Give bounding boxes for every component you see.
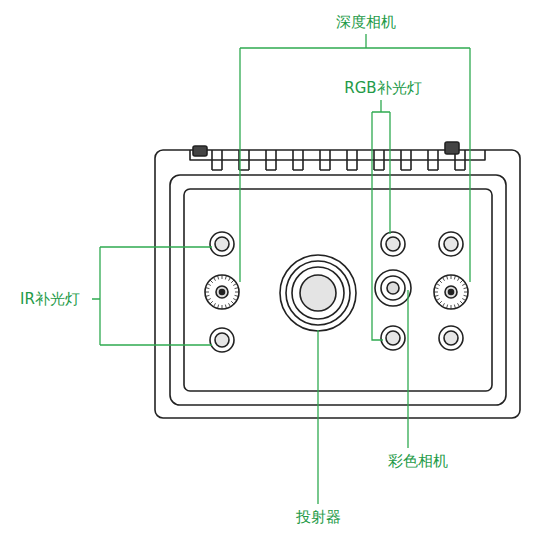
part-label: 彩色相机: [386, 452, 450, 470]
fin-slot: [347, 150, 357, 170]
knurl-mark: [233, 284, 236, 286]
housing: [155, 150, 520, 418]
ir-light: [439, 232, 463, 256]
knurl-mark: [229, 303, 231, 306]
knurl-mark: [233, 299, 236, 301]
knurl-mark: [434, 292, 438, 293]
knurl-mark: [235, 295, 239, 296]
knurl-mark: [225, 305, 226, 309]
knurl-mark: [460, 301, 463, 304]
knurl-mark: [436, 284, 439, 286]
ir-light: [210, 328, 234, 352]
knurl-mark: [222, 305, 223, 309]
knurl-mark: [218, 276, 219, 280]
knurl-mark: [235, 288, 239, 289]
knurl-mark: [464, 295, 468, 296]
leader-line: [317, 330, 318, 504]
knurl-mark: [231, 301, 234, 304]
fin-slot: [374, 150, 384, 170]
clip: [445, 142, 459, 154]
part-label: IR补光灯: [18, 290, 82, 308]
rgb-light: [381, 232, 405, 256]
clip: [193, 146, 207, 156]
knurl-mark: [464, 288, 468, 289]
rgb-light: [381, 326, 405, 350]
knurl-mark: [435, 295, 439, 296]
knurl-mark: [235, 292, 239, 293]
knurl-mark: [222, 275, 223, 279]
depth-camera: [434, 275, 468, 309]
knurl-mark: [451, 305, 452, 309]
knurl-mark: [464, 292, 468, 293]
fin-band: [190, 150, 485, 160]
part-label: 投射器: [294, 508, 343, 526]
knurl-mark: [210, 301, 213, 304]
knurl-mark: [206, 295, 210, 296]
knurl-mark: [454, 305, 455, 309]
knurl-mark: [207, 284, 210, 286]
fin-slot: [266, 150, 276, 170]
knurl-mark: [460, 280, 463, 283]
knurl-mark: [435, 288, 439, 289]
knurl-mark: [458, 303, 460, 306]
color-camera: [375, 270, 411, 306]
knurl-mark: [443, 277, 445, 280]
depth-camera: [205, 275, 239, 309]
fin-slot: [401, 150, 411, 170]
knurl-mark: [439, 280, 442, 283]
leader-line: [92, 247, 212, 345]
front-frame: [170, 175, 506, 405]
leader-line: [407, 290, 408, 448]
part-label: 深度相机: [334, 13, 398, 31]
knurl-mark: [447, 305, 448, 309]
knurl-mark: [225, 276, 226, 280]
knurl-mark: [206, 288, 210, 289]
knurl-mark: [214, 303, 216, 306]
knurl-mark: [214, 277, 216, 280]
knurl-mark: [451, 275, 452, 279]
knurl-mark: [462, 284, 465, 286]
fin-slot: [320, 150, 330, 170]
knurl-mark: [210, 280, 213, 283]
knurl-mark: [462, 299, 465, 301]
knurl-mark: [439, 301, 442, 304]
part-label: RGB补光灯: [342, 79, 423, 97]
front-panel: [184, 189, 492, 391]
fin-slot: [428, 150, 438, 170]
fin-slot: [293, 150, 303, 170]
fin-slot: [212, 150, 222, 170]
knurl-mark: [231, 280, 234, 283]
knurl-mark: [443, 303, 445, 306]
ir-light: [439, 326, 463, 350]
knurl-mark: [458, 277, 460, 280]
leader-line: [240, 34, 470, 282]
knurl-mark: [205, 292, 209, 293]
knurl-mark: [454, 276, 455, 280]
knurl-mark: [447, 276, 448, 280]
knurl-mark: [207, 299, 210, 301]
leader-line: [372, 100, 390, 340]
knurl-mark: [218, 305, 219, 309]
knurl-mark: [436, 299, 439, 301]
projector: [280, 255, 356, 331]
knurl-mark: [229, 277, 231, 280]
ir-light: [210, 232, 234, 256]
